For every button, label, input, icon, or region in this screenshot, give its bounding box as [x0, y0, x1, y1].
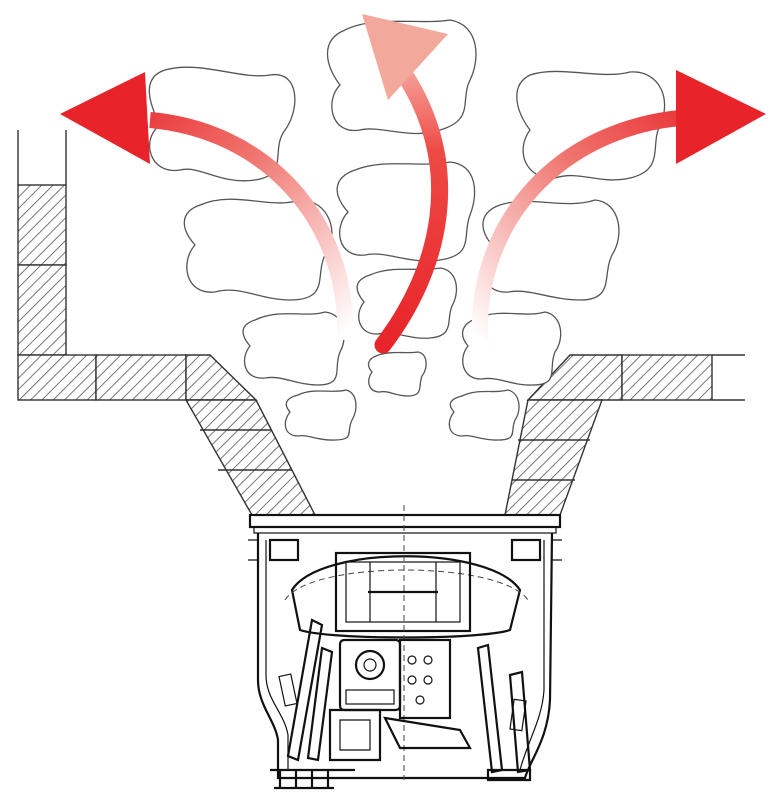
stone-shape [336, 161, 476, 262]
stone-shape [242, 311, 345, 386]
left-floor-block-1 [17, 354, 97, 401]
left-flow-arrow [149, 112, 354, 341]
right-arrowhead [676, 70, 766, 164]
stone-shape [284, 389, 357, 441]
stone-shape [516, 70, 666, 181]
center-arrowhead [362, 14, 448, 100]
right-slope [504, 399, 604, 516]
center-flow-arrow [374, 66, 449, 354]
left-floor-block-2 [95, 354, 187, 401]
furnace-wall [17, 130, 745, 516]
right-floor-block-1 [621, 354, 713, 401]
stone-shape [448, 389, 520, 441]
left-wall-block-mid [17, 264, 67, 356]
left-arrowhead [60, 72, 150, 164]
right-flow-arrow [471, 110, 681, 341]
stones [148, 19, 666, 441]
stone-shape [367, 351, 427, 397]
left-wall-block-top [17, 184, 67, 266]
machine-unit [248, 505, 562, 790]
flow-arrows [60, 14, 766, 354]
